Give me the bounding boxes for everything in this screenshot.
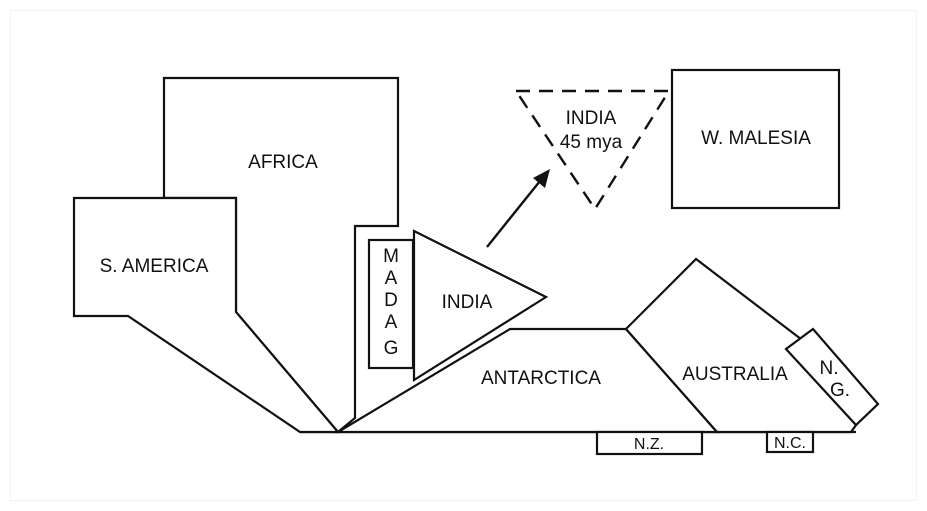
- new-zealand-label: N.Z.: [634, 436, 664, 453]
- madagascar-shape: [367, 238, 415, 370]
- antarctica-label: ANTARCTICA: [481, 368, 601, 389]
- w-malesia-label: W. MALESIA: [701, 128, 811, 149]
- madagascar-letter-a2: A: [385, 312, 398, 333]
- india-45mya-shape: [513, 89, 672, 212]
- new-guinea-label-line1: N.: [820, 358, 839, 379]
- australia-label: AUSTRALIA: [682, 364, 788, 385]
- india-shape: [412, 229, 549, 382]
- madagascar-letter-m: M: [383, 246, 399, 267]
- south-america-label: S. AMERICA: [100, 256, 209, 277]
- new-guinea-shape: [784, 327, 880, 427]
- new-zealand-shape: [595, 430, 704, 456]
- madagascar-letter-d: D: [384, 290, 398, 311]
- new-guinea-label-line2: G.: [830, 380, 850, 401]
- drift-arrow-head: [533, 169, 550, 188]
- new-caledonia-label: N.C.: [774, 435, 806, 452]
- madagascar-letter-g: G: [384, 338, 399, 359]
- madagascar-letter-a1: A: [385, 268, 398, 289]
- new-caledonia-shape: [765, 430, 815, 454]
- drift-arrow-shaft: [486, 180, 541, 248]
- india-label: INDIA: [442, 292, 493, 313]
- africa-label: AFRICA: [248, 152, 318, 173]
- south-america-shape: [72, 196, 341, 434]
- india-45mya-label-line1: INDIA: [566, 108, 617, 129]
- india-45mya-label-line2: 45 mya: [560, 132, 623, 153]
- w-malesia-shape: [670, 68, 841, 210]
